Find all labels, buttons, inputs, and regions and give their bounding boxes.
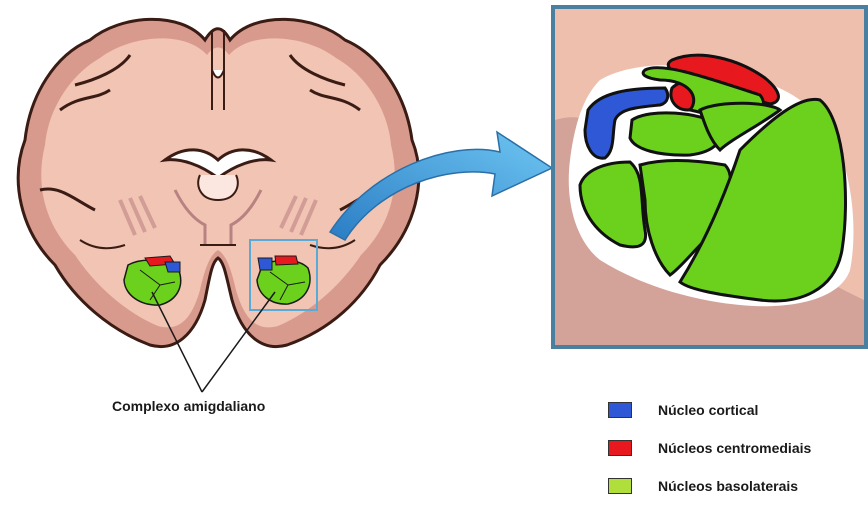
- zoomed-amygdala-inset: [553, 7, 866, 347]
- legend-swatch-basolateral: [608, 478, 632, 494]
- legend-label-cortical: Núcleo cortical: [658, 402, 758, 418]
- legend: Núcleo cortical Núcleos centromediais Nú…: [608, 400, 811, 514]
- legend-item-centromedial: Núcleos centromediais: [608, 438, 811, 458]
- legend-swatch-cortical: [608, 402, 632, 418]
- legend-swatch-centromedial: [608, 440, 632, 456]
- legend-label-centromedial: Núcleos centromediais: [658, 440, 811, 456]
- legend-item-cortical: Núcleo cortical: [608, 400, 811, 420]
- brain-coronal-section: [18, 19, 419, 346]
- right-amygdala: [257, 256, 310, 304]
- amygdala-complex-caption: Complexo amigdaliano: [112, 398, 265, 414]
- legend-item-basolateral: Núcleos basolaterais: [608, 476, 811, 496]
- legend-label-basolateral: Núcleos basolaterais: [658, 478, 798, 494]
